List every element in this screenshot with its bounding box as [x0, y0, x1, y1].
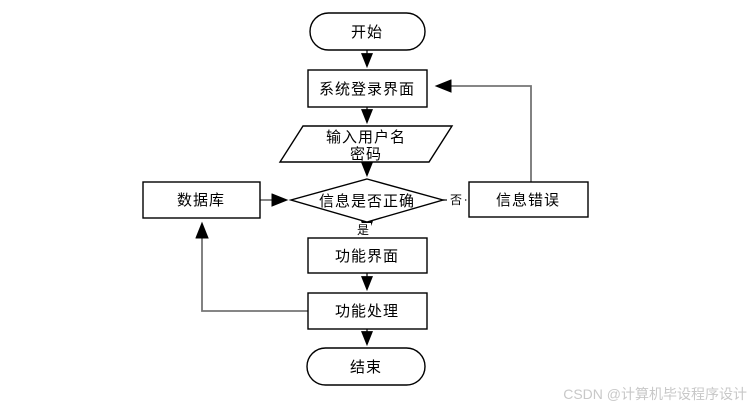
check-info-decision-shape [288, 178, 446, 223]
function-process-shape [307, 292, 428, 330]
node-function-process: 功能处理 [307, 292, 428, 330]
info-error-process-shape [468, 181, 589, 218]
check-info-label: 信息是否正确 [319, 193, 415, 210]
node-end: 结束 [306, 347, 426, 386]
branch-label-no: 否 [450, 193, 462, 207]
node-start: 开始 [309, 12, 426, 51]
csdn-watermark: CSDN @计算机毕设程序设计 [563, 386, 747, 402]
database-process-shape [142, 181, 261, 219]
yes-label-background [355, 223, 371, 236]
login-ui-process-shape [307, 69, 428, 108]
node-database: 数据库 [142, 181, 261, 219]
node-function-ui: 功能界面 [307, 237, 428, 274]
input-credentials-line1: 输入用户名 [326, 129, 406, 146]
input-credentials-io-shape [278, 125, 454, 163]
info-error-label: 信息错误 [496, 192, 560, 209]
input-credentials-line2: 密码 [350, 146, 382, 163]
node-info-error: 信息错误 [468, 181, 589, 218]
function-ui-process-shape [307, 237, 428, 274]
function-ui-label: 功能界面 [335, 248, 399, 265]
start-terminator-shape [309, 12, 426, 51]
no-label-background [447, 192, 465, 207]
branch-label-yes: 是 [357, 223, 369, 237]
node-check-info: 信息是否正确 [288, 178, 446, 223]
login-ui-label: 系统登录界面 [319, 81, 415, 98]
end-terminator-shape [306, 347, 426, 386]
node-login-ui: 系统登录界面 [307, 69, 428, 108]
edge-error-to-login [434, 79, 532, 182]
function-process-label: 功能处理 [335, 303, 399, 320]
database-label: 数据库 [177, 192, 225, 209]
end-label: 结束 [350, 359, 382, 376]
node-input-credentials: 输入用户名 密码 [278, 125, 454, 163]
start-label: 开始 [351, 24, 383, 41]
edge-process-to-database [195, 221, 308, 312]
